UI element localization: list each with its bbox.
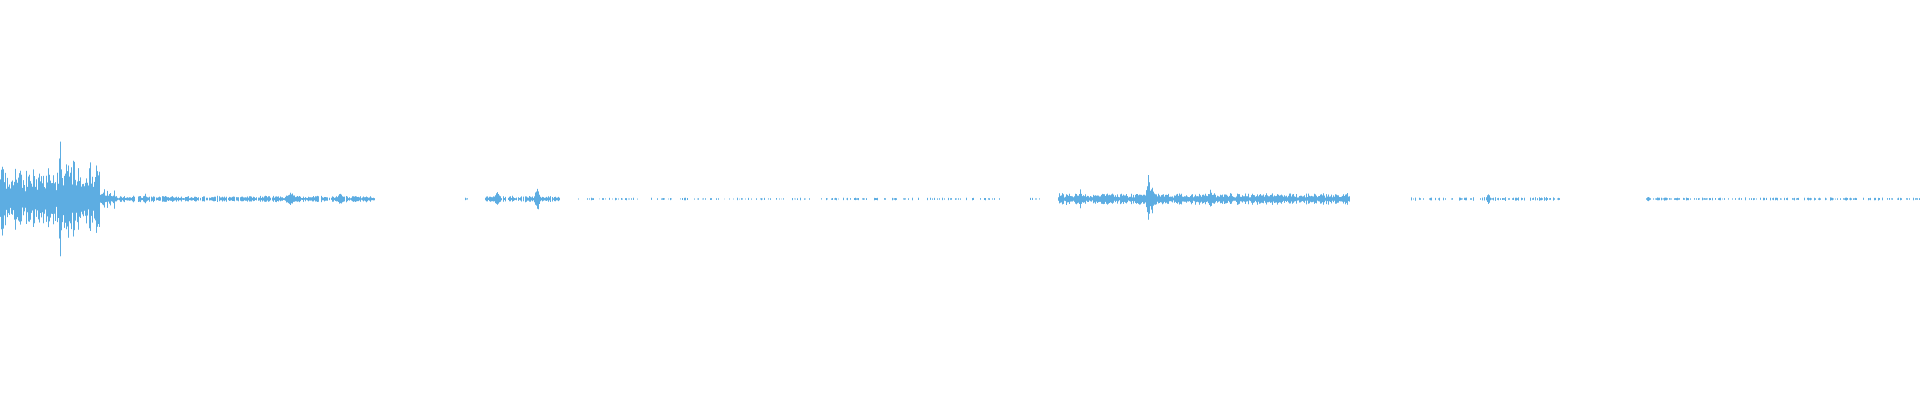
waveform-trace [0,141,1920,257]
